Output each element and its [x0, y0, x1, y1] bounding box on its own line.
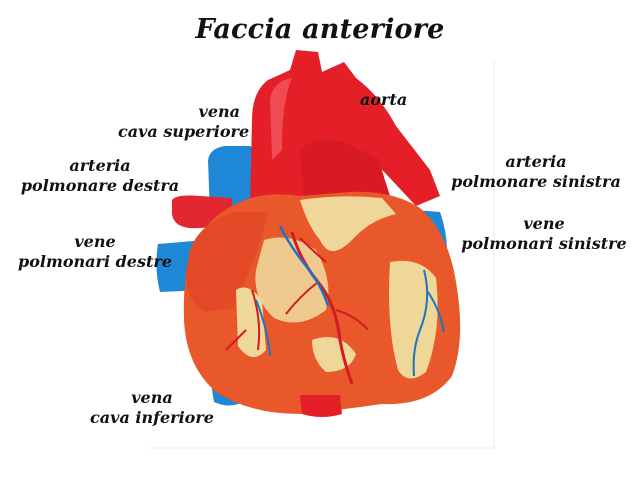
label-arteria-polmonare-sinistra: arteria polmonare sinistra — [436, 152, 636, 192]
label-vena-cava-superiore: vena cava superiore — [118, 102, 240, 142]
label-vene-polmonari-destre: vene polmonari destre — [6, 232, 184, 272]
label-vena-cava-inferiore: vena cava inferiore — [78, 388, 226, 428]
label-arteria-polmonare-destra: arteria polmonare destra — [6, 156, 194, 196]
label-aorta: aorta — [360, 90, 407, 110]
descending-aorta — [300, 395, 342, 417]
label-vene-polmonari-sinistre: vene polmonari sinistre — [450, 214, 638, 254]
